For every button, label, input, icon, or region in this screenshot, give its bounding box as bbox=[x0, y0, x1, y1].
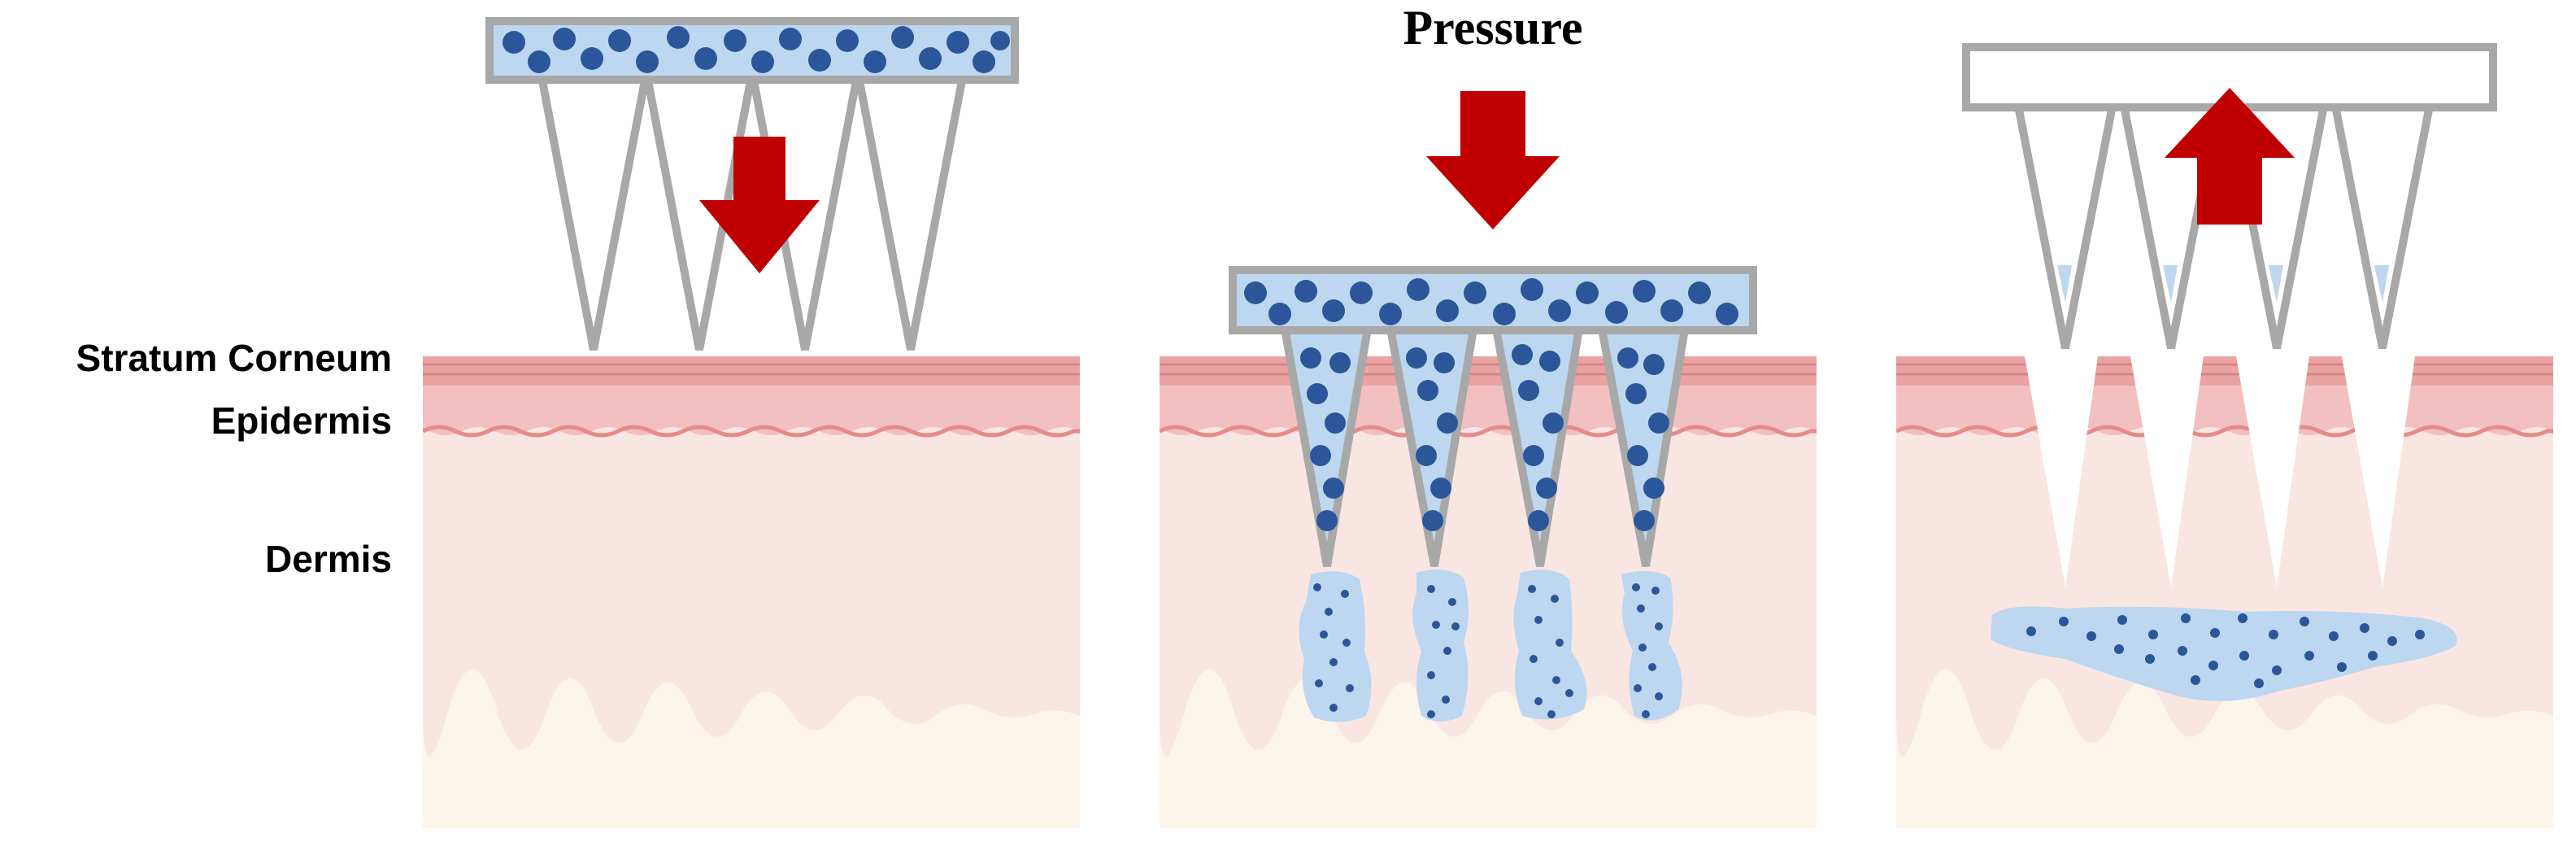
microneedle-patch-1 bbox=[485, 17, 1019, 351]
microchannel bbox=[2025, 356, 2098, 587]
microchannel bbox=[2342, 356, 2415, 587]
drug-particles bbox=[503, 26, 1010, 73]
down-arrow-icon bbox=[699, 137, 820, 273]
microchannel bbox=[2130, 356, 2204, 587]
up-arrow-icon bbox=[2165, 88, 2295, 225]
microneedle-patch-3 bbox=[1962, 43, 2497, 701]
skin-block-1 bbox=[423, 356, 1080, 828]
stratum-corneum-label: Stratum Corneum bbox=[76, 337, 392, 379]
residual-drug bbox=[2057, 265, 2389, 303]
microchannel bbox=[2236, 356, 2309, 587]
epidermis-wave-line bbox=[423, 425, 1080, 438]
dermis-label: Dermis bbox=[265, 538, 392, 580]
drug-particles bbox=[1244, 278, 1738, 531]
pressure-label: Pressure bbox=[1403, 1, 1582, 55]
dispersed-particles bbox=[1313, 583, 1663, 718]
skin-block-2 bbox=[1160, 356, 1817, 828]
skin-block-3 bbox=[1896, 356, 2553, 828]
down-arrow-icon bbox=[1426, 91, 1560, 229]
epidermis-wave-line bbox=[1896, 425, 2553, 438]
drug-depot-pool bbox=[1991, 606, 2457, 701]
stratum-corneum-layer bbox=[1160, 356, 1817, 386]
dispersed-particles bbox=[2026, 613, 2425, 688]
stratum-corneum-layer bbox=[1896, 356, 2553, 386]
dermis-layer bbox=[423, 356, 1080, 757]
microneedle-patch-2 bbox=[1229, 266, 1757, 722]
epidermis-label: Epidermis bbox=[211, 399, 392, 442]
epidermis-wave-line bbox=[1160, 425, 1817, 438]
stratum-corneum-layer bbox=[423, 356, 1080, 386]
